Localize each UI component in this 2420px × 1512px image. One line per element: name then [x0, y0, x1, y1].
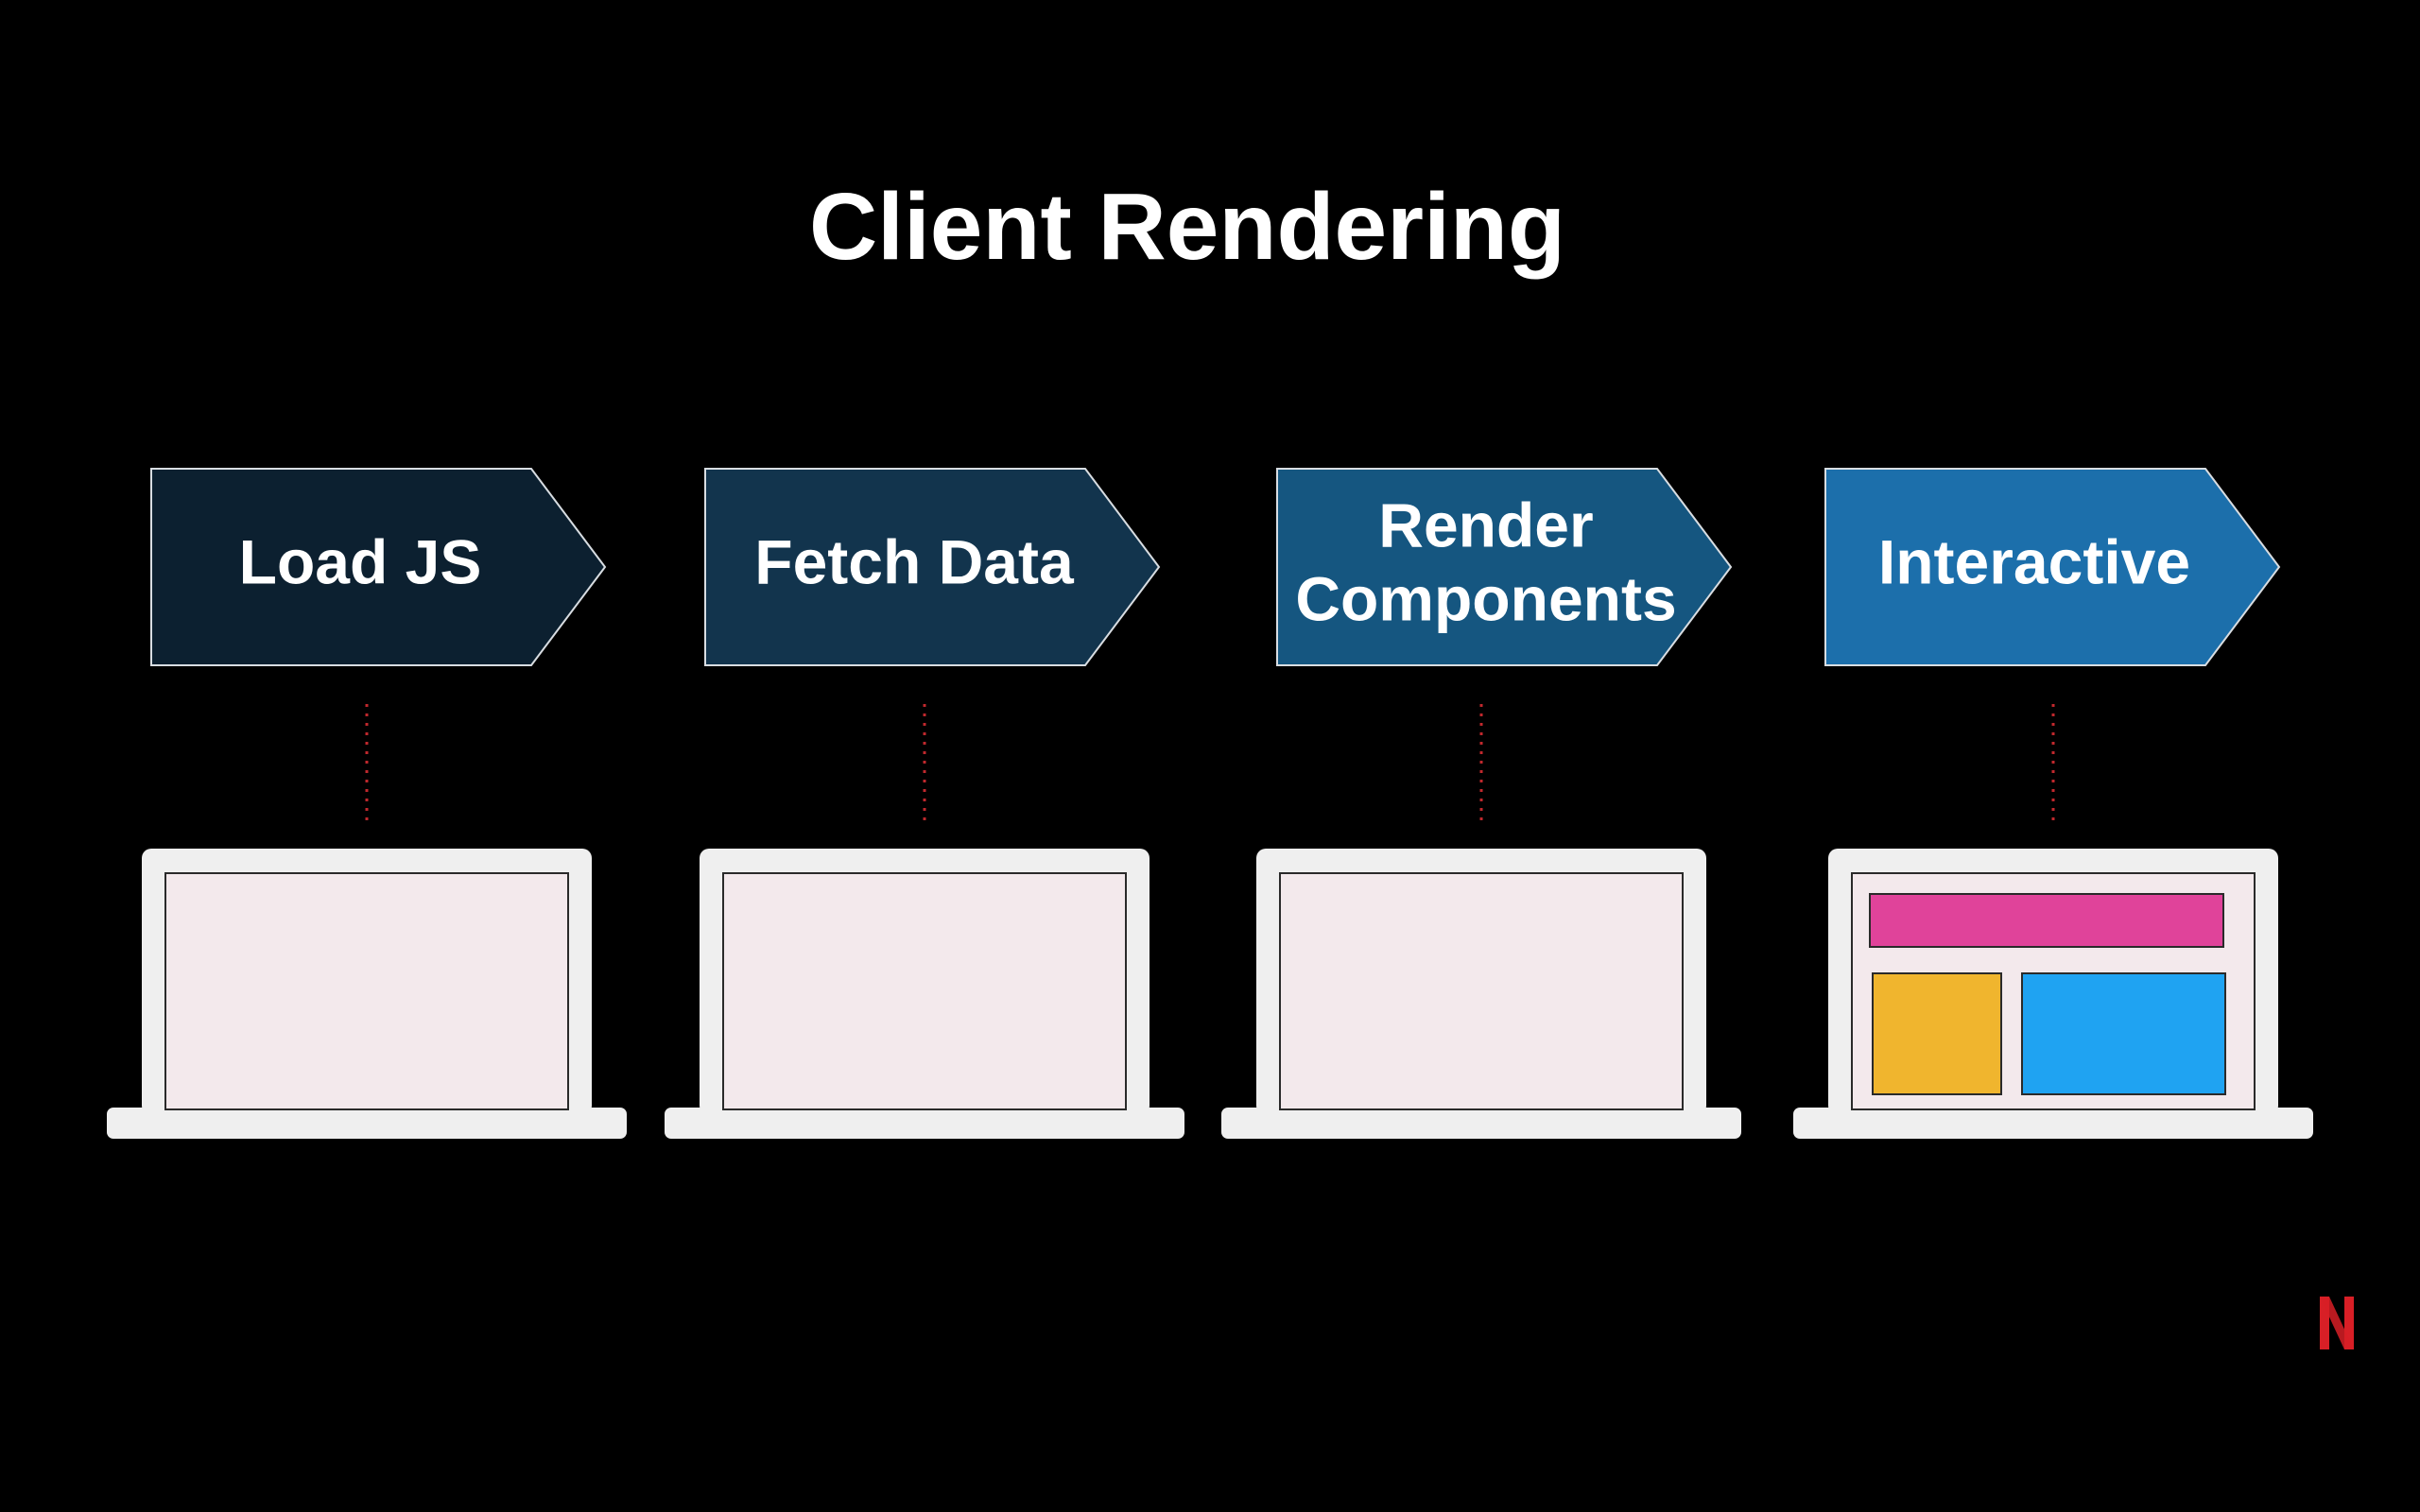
netflix-logo-right-bar — [2344, 1297, 2354, 1349]
netflix-logo-diagonal — [2320, 1297, 2354, 1349]
step-interactive: Interactive — [1824, 468, 2281, 666]
step-fetch-data: Fetch Data — [704, 468, 1161, 666]
laptop-screen — [1279, 872, 1684, 1110]
step-label-fetch-data: Fetch Data — [754, 526, 1075, 596]
laptop-base — [665, 1108, 1184, 1139]
laptops-row — [107, 849, 2313, 1139]
step-arrow-load-js — [150, 468, 607, 666]
laptop-base — [1221, 1108, 1741, 1139]
laptop-base — [1793, 1108, 2313, 1139]
step-load-js: Load JS — [150, 468, 607, 666]
netflix-logo-icon — [2320, 1297, 2354, 1349]
step-arrow-render-components — [1276, 468, 1733, 666]
step-arrow-interactive — [1824, 468, 2281, 666]
laptop-base — [107, 1108, 627, 1139]
sidebar-block — [1872, 972, 2002, 1095]
laptop-1 — [107, 849, 627, 1139]
step-label-interactive: Interactive — [1878, 526, 2190, 596]
interactive-ui-blocks — [1869, 893, 2226, 1095]
step-label-render-components: Render — [1378, 490, 1593, 559]
header-block — [1869, 893, 2224, 948]
slide-title: Client Rendering — [808, 174, 1566, 280]
step-label-render-components: Components — [1295, 563, 1676, 633]
connectors-row — [365, 704, 2055, 820]
laptop-screen — [164, 872, 569, 1110]
netflix-logo-left-bar — [2320, 1297, 2329, 1349]
content-block — [2021, 972, 2226, 1095]
laptop-screen — [722, 872, 1127, 1110]
laptop-2 — [665, 849, 1184, 1139]
step-label-load-js: Load JS — [239, 526, 482, 596]
step-arrow-fetch-data — [704, 468, 1161, 666]
laptop-3 — [1221, 849, 1741, 1139]
